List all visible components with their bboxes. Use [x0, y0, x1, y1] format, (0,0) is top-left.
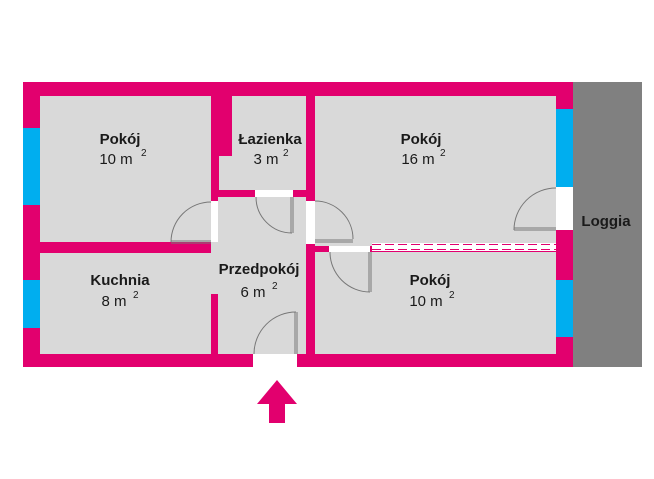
door-opening-pokoj-2 [306, 201, 315, 244]
svg-text:10 m: 10 m [99, 151, 132, 168]
door-opening-pokoj-1 [211, 201, 218, 242]
room-floor-lazienka-notch [219, 156, 239, 190]
svg-text:Pokój: Pokój [410, 272, 451, 289]
svg-text:2: 2 [283, 148, 289, 159]
svg-text:6 m: 6 m [240, 284, 265, 301]
svg-text:Pokój: Pokój [100, 131, 141, 148]
svg-text:2: 2 [440, 148, 446, 159]
svg-text:Kuchnia: Kuchnia [90, 272, 150, 289]
room-label-pokoj-3: Pokój 10 m 2 [409, 272, 455, 310]
room-floor-pokoj-3 [315, 252, 556, 354]
door-swing-loggia [513, 187, 557, 231]
door-swing-entrance [253, 311, 297, 355]
room-label-kuchnia: Kuchnia 8 m 2 [90, 272, 150, 310]
loggia-label: Loggia [581, 213, 631, 230]
window-kuchnia [23, 280, 40, 328]
svg-text:16 m: 16 m [401, 151, 434, 168]
window-pokoj-3 [556, 280, 573, 337]
door-opening-entrance [253, 354, 297, 367]
svg-text:Przedpokój: Przedpokój [219, 261, 300, 278]
room-floor-lazienka [232, 96, 306, 190]
svg-text:2: 2 [449, 290, 455, 301]
door-swing-pokoj-2 [314, 200, 354, 240]
svg-text:3 m: 3 m [253, 151, 278, 168]
svg-text:8 m: 8 m [101, 293, 126, 310]
loggia-area [573, 82, 642, 367]
room-label-przedpokoj: Przedpokój 6 m 2 [219, 261, 300, 301]
room-floor-kuchnia [40, 253, 211, 354]
room-floor-przedpokoj-left [211, 242, 218, 294]
svg-text:2: 2 [133, 290, 139, 301]
room-floor-pokoj-1 [40, 96, 211, 242]
door-opening-pokoj-3 [329, 246, 370, 252]
door-swing-pokoj-1 [170, 201, 212, 243]
entrance-arrow-icon [257, 380, 297, 423]
room-label-pokoj-1: Pokój 10 m 2 [99, 131, 147, 168]
window-pokoj-1 [23, 128, 40, 205]
door-swing-lazienka [255, 196, 293, 234]
svg-text:Łazienka: Łazienka [238, 131, 302, 148]
window-pokoj-2 [556, 109, 573, 187]
door-swing-pokoj-3 [329, 251, 371, 293]
sliding-partition [372, 243, 556, 251]
room-floor-pokoj-2 [315, 96, 556, 246]
svg-text:Pokój: Pokój [401, 131, 442, 148]
door-swings [170, 187, 557, 355]
door-opening-lazienka [255, 190, 293, 197]
svg-text:2: 2 [141, 148, 147, 159]
interior-wall [211, 294, 218, 354]
room-label-lazienka: Łazienka 3 m 2 [238, 131, 302, 168]
svg-text:10 m: 10 m [409, 293, 442, 310]
svg-text:2: 2 [272, 281, 278, 292]
room-label-pokoj-2: Pokój 16 m 2 [401, 131, 446, 168]
door-opening-loggia [556, 187, 573, 230]
